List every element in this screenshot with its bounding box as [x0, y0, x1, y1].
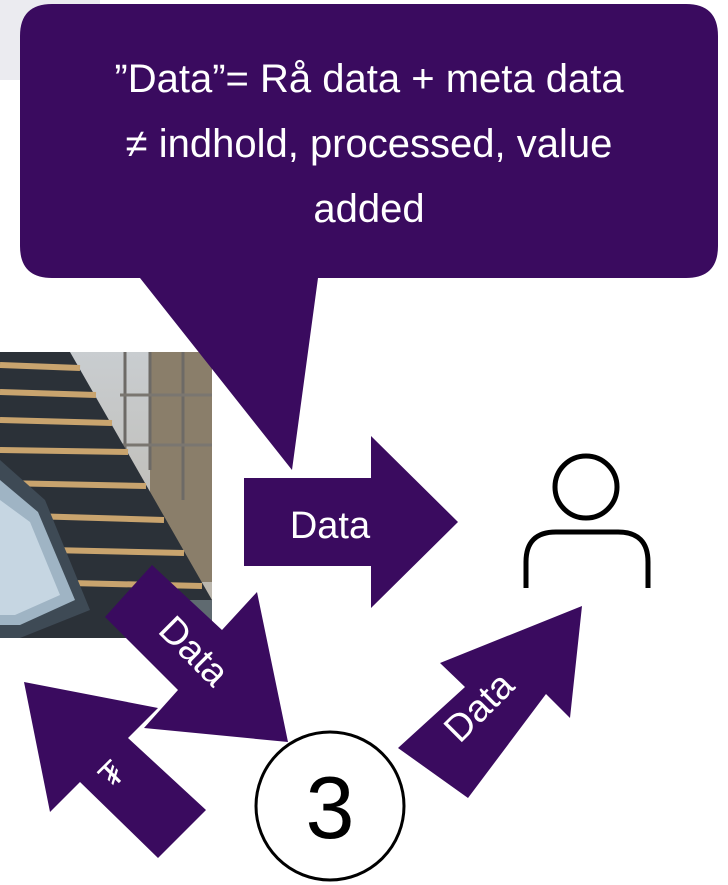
callout-line-3: added [313, 187, 424, 231]
callout-line-2: ≠ indhold, processed, value [126, 122, 613, 166]
step-node: 3 [254, 730, 406, 882]
data-arrow-right: Data [244, 436, 458, 608]
person-outline-icon [523, 453, 651, 588]
definition-callout: ”Data”= Rå data + meta data ≠ indhold, p… [20, 4, 718, 470]
currency-arrow-up: ₮ [24, 682, 206, 858]
callout-line-1: ”Data”= Rå data + meta data [114, 57, 624, 101]
step-node-label: 3 [306, 758, 355, 857]
data-arrow-up: Data [398, 606, 582, 798]
data-arrow-right-label: Data [290, 505, 371, 547]
